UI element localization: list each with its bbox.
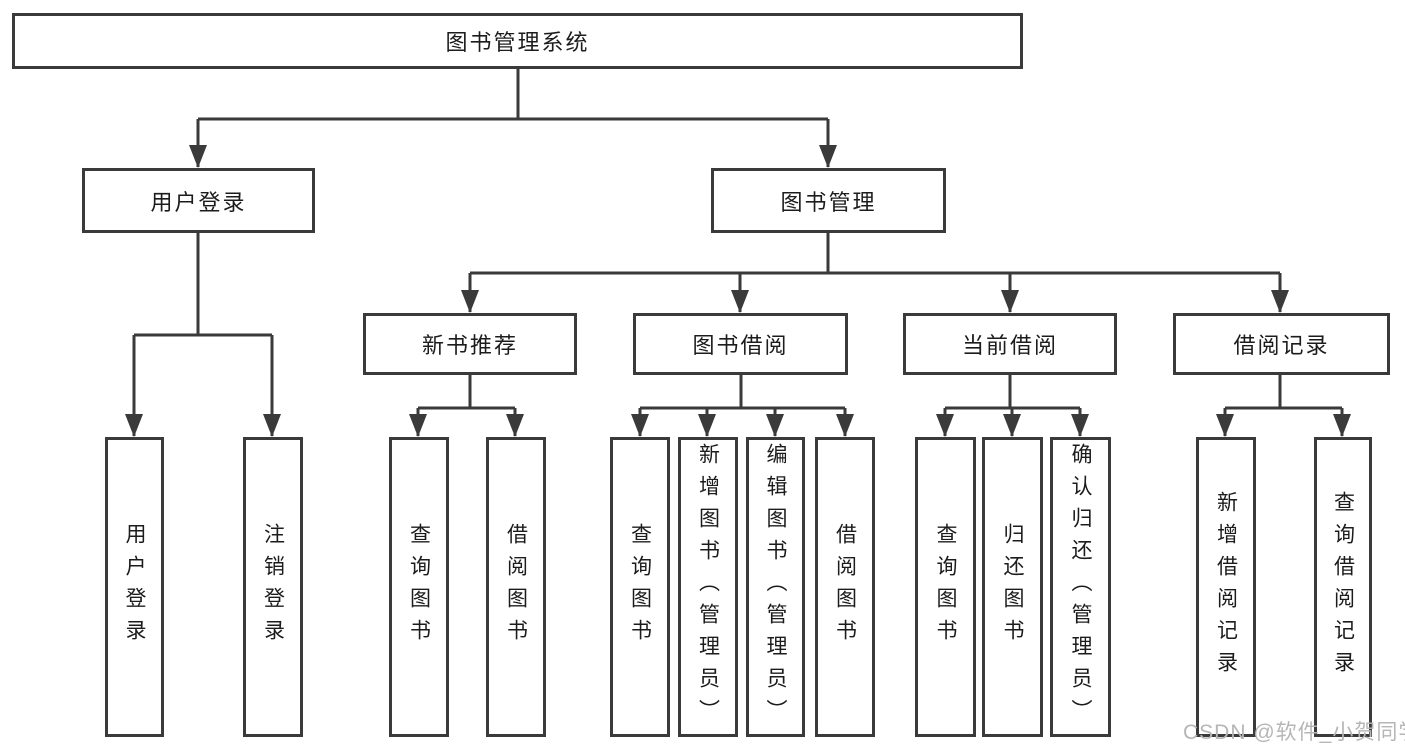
leaf-borrow-books-recommend: 借阅图书 (486, 437, 546, 737)
bus-user-login (125, 233, 281, 437)
node-book-borrow: 图书借阅 (633, 313, 848, 375)
leaf-edit-books-admin: 编辑图书（管理员） (746, 437, 805, 737)
node-current-borrow: 当前借阅 (903, 313, 1117, 375)
leaf-label: 查询图书 (628, 523, 652, 651)
leaf-query-books-borrow: 查询图书 (610, 437, 670, 737)
leaf-return-books: 归还图书 (982, 437, 1043, 737)
node-label: 新书推荐 (421, 333, 518, 358)
node-label: 借阅记录 (1233, 333, 1330, 358)
node-label: 用户登录 (150, 189, 247, 215)
node-label: 图书管理 (780, 189, 877, 215)
bus-book-management (461, 233, 1289, 313)
leaf-label: 借阅图书 (833, 523, 857, 651)
bus-current-borrow (936, 375, 1089, 437)
leaf-label: 用户登录 (123, 523, 146, 651)
node-label: 当前借阅 (961, 333, 1058, 358)
leaf-user-login: 用户登录 (105, 437, 164, 737)
bus-borrow-records (1216, 375, 1351, 437)
leaf-borrow-books: 借阅图书 (815, 437, 875, 737)
bus-root (189, 69, 837, 168)
leaf-label: 查询图书 (407, 523, 431, 651)
node-new-book-recommend: 新书推荐 (363, 313, 577, 375)
node-label: 图书管理系统 (445, 30, 590, 55)
bus-book-borrow (631, 375, 854, 437)
node-borrow-records: 借阅记录 (1173, 313, 1390, 375)
leaf-add-books-admin: 新增图书（管理员） (678, 437, 738, 737)
leaf-label: 新增图书（管理员） (696, 443, 720, 731)
leaf-query-books-current: 查询图书 (915, 437, 976, 737)
node-book-management: 图书管理 (711, 168, 946, 233)
leaf-label: 借阅图书 (504, 523, 528, 651)
csdn-watermark: CSDN @软件_小贺同学 (1183, 721, 1405, 744)
leaf-label: 查询借阅记录 (1331, 491, 1355, 683)
leaf-confirm-return-admin: 确认归还（管理员） (1050, 437, 1111, 737)
leaf-label: 注销登录 (261, 523, 285, 651)
leaf-label: 确认归还（管理员） (1069, 443, 1092, 731)
leaf-query-books-recommend: 查询图书 (389, 437, 449, 737)
leaf-add-borrow-record: 新增借阅记录 (1196, 437, 1256, 737)
bus-new-book-recommend (409, 375, 524, 437)
leaf-label: 编辑图书（管理员） (764, 443, 787, 731)
leaf-query-borrow-record: 查询借阅记录 (1314, 437, 1372, 737)
leaf-logout: 注销登录 (243, 437, 303, 737)
leaf-label: 新增借阅记录 (1214, 491, 1238, 683)
leaf-label: 查询图书 (934, 523, 957, 651)
node-label: 图书借阅 (692, 333, 789, 358)
node-user-login: 用户登录 (82, 168, 315, 233)
leaf-label: 归还图书 (1001, 523, 1024, 651)
node-library-management-system: 图书管理系统 (12, 13, 1023, 69)
